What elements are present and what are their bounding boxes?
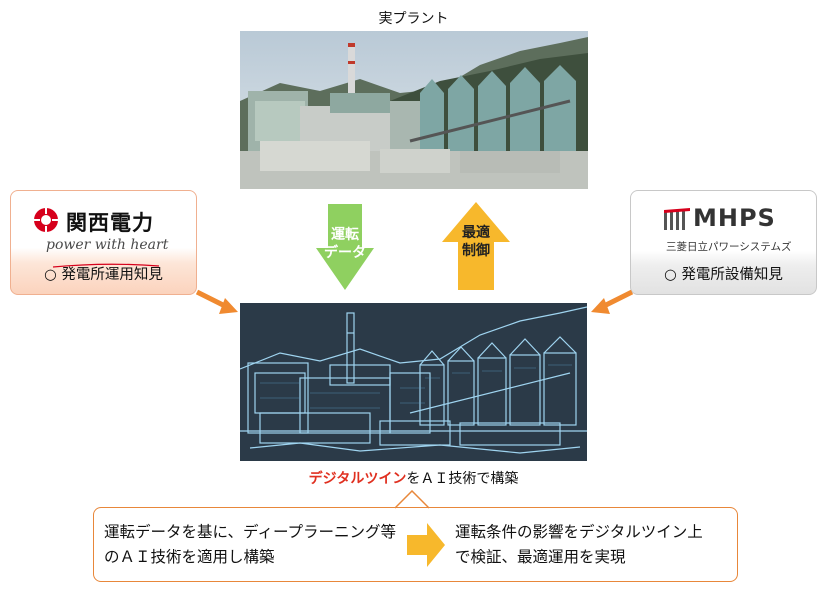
digital-twin-caption-accent: デジタルツイン — [308, 471, 407, 487]
mhps-logo-text: MHPS — [693, 204, 776, 232]
mhps-box: MHPS 三菱日立パワーシステムズ ○ 発電所設備知見 — [630, 190, 817, 295]
kansai-logo-icon — [33, 207, 59, 237]
kansai-tagline: power with heart — [46, 237, 169, 253]
kansai-to-twin-arrow — [195, 288, 239, 320]
summary-arrow-icon — [407, 523, 445, 571]
kansai-logo-text: 関西電力 — [66, 211, 154, 235]
operation-data-arrow: 運転 データ — [316, 204, 374, 290]
summary-left-line-1: 運転データを基に、ディープラーニング等 — [104, 523, 397, 541]
digital-twin-caption: デジタルツインをＡＩ技術で構築 — [0, 468, 827, 488]
summary-right-line-1: 運転条件の影響をデジタルツイン上 — [455, 523, 703, 541]
optimal-control-arrow: 最適 制御 — [442, 202, 510, 290]
summary-left-line-2: のＡＩ技術を適用し構築 — [104, 548, 275, 566]
tagline-swoosh-icon — [51, 254, 161, 273]
mhps-subtitle: 三菱日立パワーシステムズ — [666, 241, 792, 253]
summary-right-line-2: で検証、最適運用を実現 — [455, 548, 626, 566]
mhps-to-twin-arrow — [590, 288, 634, 320]
optimal-control-label-2: 制御 — [462, 243, 490, 259]
optimal-control-label-1: 最適 — [462, 225, 490, 241]
kansai-knowledge: ○ 発電所運用知見 — [44, 267, 163, 283]
callout-pointer — [394, 489, 430, 513]
summary-box: 運転データを基に、ディープラーニング等 のＡＩ技術を適用し構築 運転条件の影響を… — [93, 507, 738, 582]
operation-data-label-1: 運転 — [331, 227, 359, 243]
real-plant-title: 実プラント — [378, 11, 449, 27]
kansai-electric-box: 関西電力 power with heart ○ 発電所運用知見 — [10, 190, 197, 295]
operation-data-label-2: データ — [324, 245, 366, 261]
digital-twin-caption-rest: をＡＩ技術で構築 — [406, 471, 519, 487]
mhps-knowledge: ○ 発電所設備知見 — [664, 267, 783, 283]
digital-twin-image — [240, 303, 587, 461]
mhps-logo-icon — [664, 208, 690, 234]
real-plant-photo — [240, 31, 588, 189]
